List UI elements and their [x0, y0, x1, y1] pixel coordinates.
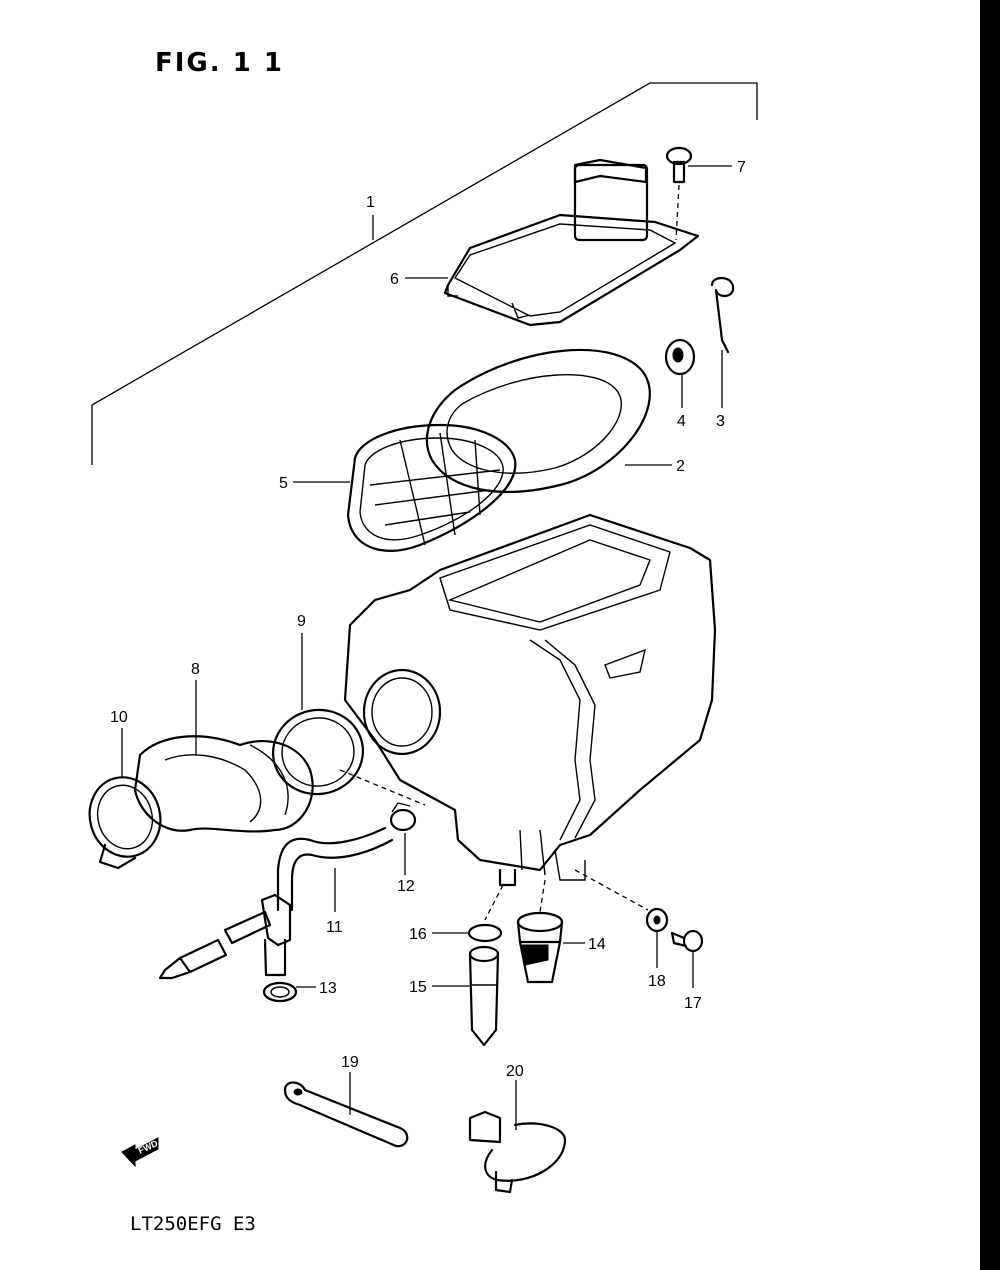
part-18-washer — [574, 869, 669, 933]
callout-14: 14 — [588, 936, 606, 953]
part-5-element-cage — [346, 423, 517, 552]
part-2-air-element — [425, 348, 651, 493]
callout-16: 16 — [409, 926, 427, 943]
part-6-cleaner-cap — [443, 158, 700, 327]
part-13-hose-clip — [262, 981, 298, 1003]
leader-lines — [121, 165, 732, 1130]
part-14-drain-cap — [516, 879, 564, 984]
part-15-drain-plug — [468, 945, 500, 1047]
part-12-clip-clamp — [339, 769, 426, 832]
callout-19: 19 — [341, 1054, 359, 1071]
part-19-strap — [283, 1081, 409, 1148]
air-cleaner-case — [343, 513, 717, 887]
callout-12: 12 — [397, 878, 415, 895]
callout-3: 3 — [716, 413, 725, 430]
part-8-intake-hose — [133, 735, 314, 833]
callout-8: 8 — [191, 661, 200, 678]
figure-title: FIG. 1 1 — [155, 48, 284, 78]
part-10-outer-clamp — [88, 776, 162, 870]
callout-13: 13 — [319, 980, 337, 997]
callout-labels: 1 2 3 4 5 6 7 8 9 10 11 12 13 14 15 16 1… — [110, 159, 746, 1080]
callout-4: 4 — [677, 413, 686, 430]
part-4-grommet — [664, 338, 696, 376]
callout-20: 20 — [506, 1063, 524, 1080]
callout-6: 6 — [390, 271, 399, 288]
part-20-band-clamp — [468, 1110, 567, 1194]
model-code: LT250EFG E3 — [130, 1213, 256, 1235]
page-edge-bar — [980, 0, 1000, 1270]
part-17-bolt — [670, 929, 704, 953]
callout-18: 18 — [648, 973, 666, 990]
part-3-clip — [710, 277, 735, 354]
part-16-clip — [467, 884, 504, 943]
callout-11: 11 — [326, 919, 343, 936]
callout-9: 9 — [297, 613, 306, 630]
part-9-clamp-ring — [271, 708, 365, 796]
callout-7: 7 — [737, 159, 746, 176]
part-11-drain-hose — [158, 826, 394, 980]
callout-17: 17 — [684, 995, 702, 1012]
fwd-arrow-icon: FWD — [121, 1137, 160, 1168]
callout-5: 5 — [279, 475, 288, 492]
callout-2: 2 — [676, 458, 685, 475]
part-7-screw — [665, 146, 693, 241]
callout-10: 10 — [110, 709, 128, 726]
callout-15: 15 — [409, 979, 427, 996]
callout-1: 1 — [366, 194, 375, 211]
assembly-bracket-1 — [91, 82, 758, 465]
